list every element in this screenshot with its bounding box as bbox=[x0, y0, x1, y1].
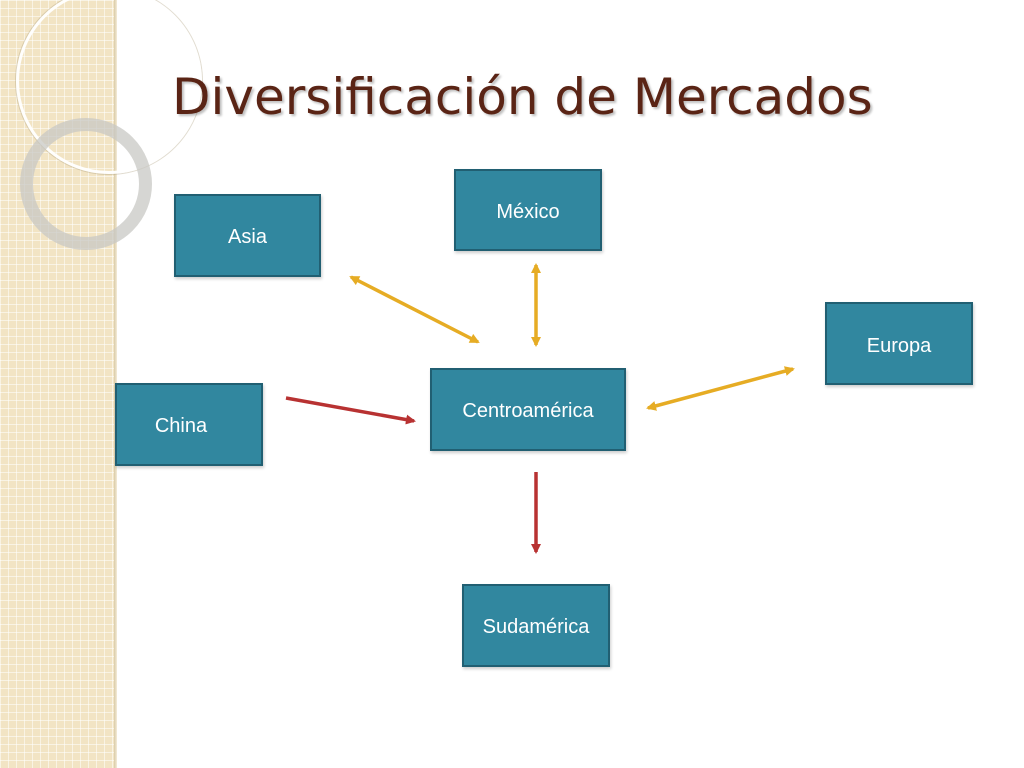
node-mexico-label: México bbox=[496, 201, 560, 223]
node-asia-label: Asia bbox=[228, 226, 267, 248]
node-europa: Europa bbox=[825, 302, 973, 385]
node-centroamerica-label: Centroamérica bbox=[462, 400, 594, 422]
node-china-label: China bbox=[154, 415, 208, 437]
node-mexico: México bbox=[454, 169, 602, 251]
arrow-china-centroamerica bbox=[285, 396, 416, 425]
arrow-europa-centroamerica bbox=[646, 366, 795, 411]
node-sudamerica: Sudamérica bbox=[462, 584, 610, 667]
node-china: China bbox=[115, 383, 263, 466]
node-europa-label: Europa bbox=[866, 335, 932, 357]
arrow-asia-centroamerica bbox=[349, 275, 480, 344]
slide-title: Diversificación de Mercados bbox=[172, 68, 873, 126]
node-centroamerica: Centroamérica bbox=[430, 368, 626, 451]
node-sudamerica-label: Sudamérica bbox=[482, 616, 590, 638]
node-asia: Asia bbox=[174, 194, 321, 277]
